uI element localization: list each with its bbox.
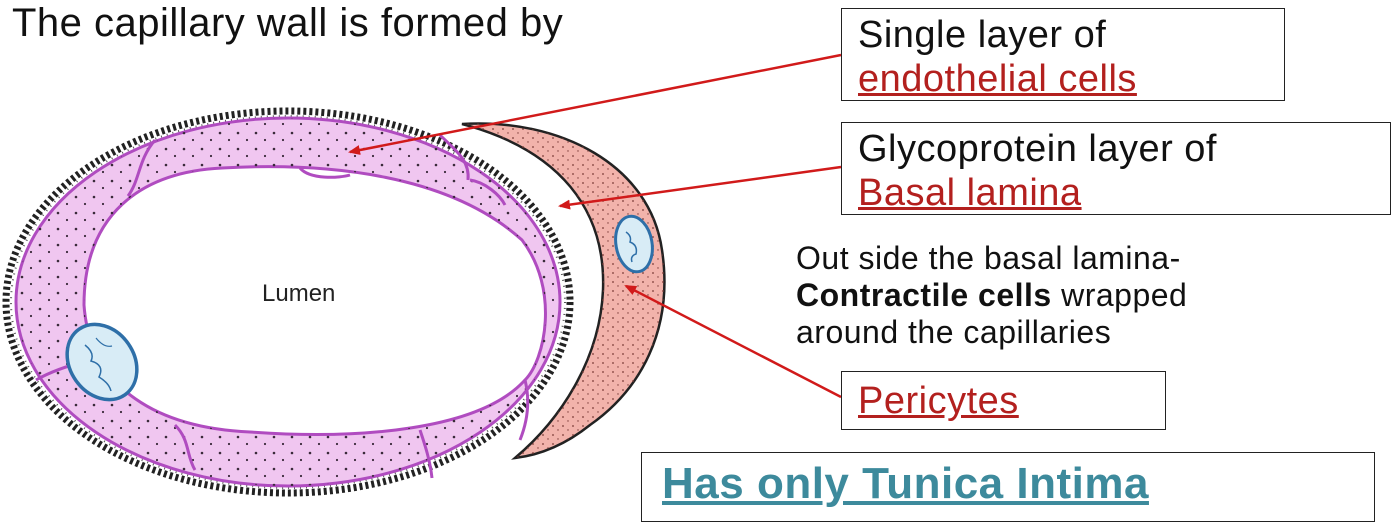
- endothelial-label-term: endothelial cells: [858, 57, 1284, 101]
- pericytes-label-term: Pericytes: [858, 378, 1165, 424]
- endothelial-label-box: Single layer of endothelial cells: [841, 8, 1285, 101]
- basal-label-box: Glycoprotein layer of Basal lamina: [841, 122, 1391, 215]
- arrow-endothelial: [350, 55, 841, 152]
- tunica-intima-box: Has only Tunica Intima: [641, 452, 1375, 522]
- note-line1: Out side the basal lamina-: [796, 240, 1187, 277]
- lumen-label: Lumen: [262, 280, 335, 308]
- pericytes-label-box: Pericytes: [841, 371, 1166, 430]
- note-line2: Contractile cells wrapped: [796, 277, 1187, 314]
- endothelial-label-line1: Single layer of: [858, 13, 1284, 57]
- tunica-intima-text: Has only Tunica Intima: [662, 459, 1149, 508]
- note-line3: around the capillaries: [796, 314, 1187, 351]
- basal-label-line1: Glycoprotein layer of: [858, 127, 1390, 171]
- note-rest: wrapped: [1052, 277, 1188, 313]
- page-title: The capillary wall is formed by: [12, 0, 563, 46]
- pericyte-note: Out side the basal lamina- Contractile c…: [796, 240, 1187, 351]
- basal-label-term: Basal lamina: [858, 171, 1390, 215]
- note-bold: Contractile cells: [796, 277, 1052, 313]
